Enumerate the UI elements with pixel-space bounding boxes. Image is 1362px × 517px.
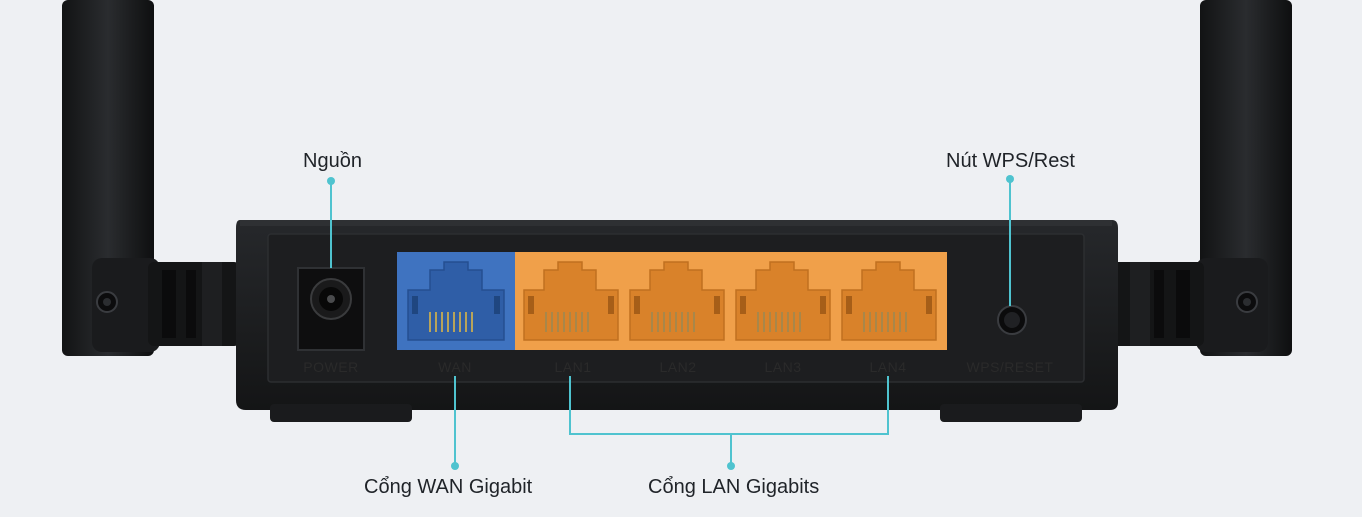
callout-lan: Cổng LAN Gigabits bbox=[648, 476, 820, 498]
port-label-wan: WAN bbox=[438, 359, 472, 375]
port-label-lan3: LAN3 bbox=[764, 359, 802, 375]
lan-port-1 bbox=[523, 261, 619, 341]
callout-wps: Nút WPS/Rest bbox=[946, 150, 1075, 172]
lan-port-4 bbox=[841, 261, 937, 341]
port-label-power: POWER bbox=[303, 359, 359, 375]
port-label-lan1: LAN1 bbox=[554, 359, 592, 375]
wan-port bbox=[397, 252, 515, 350]
leader-dots bbox=[327, 175, 1014, 470]
callout-wan: Cổng WAN Gigabit bbox=[364, 476, 533, 498]
leader-lines bbox=[330, 179, 1011, 466]
port-label-lan4: LAN4 bbox=[869, 359, 907, 375]
power-jack bbox=[297, 267, 365, 351]
callout-power: Nguồn bbox=[303, 150, 362, 172]
right-antenna bbox=[1112, 0, 1292, 356]
wps-reset-button bbox=[997, 305, 1027, 335]
lan-ports bbox=[515, 252, 947, 350]
port-label-wps-reset: WPS/RESET bbox=[966, 359, 1054, 375]
lan-port-3 bbox=[735, 261, 831, 341]
leader-lan bbox=[569, 376, 889, 466]
lan-port-2 bbox=[629, 261, 725, 341]
port-label-lan2: LAN2 bbox=[659, 359, 697, 375]
left-antenna bbox=[62, 0, 240, 356]
